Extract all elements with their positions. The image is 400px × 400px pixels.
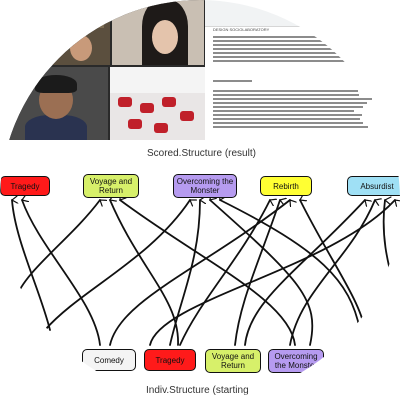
node-label: Tragedy bbox=[10, 182, 39, 191]
connector-arrow bbox=[245, 200, 365, 345]
node-overcoming-the-monster-bottom[interactable]: Overcoming the Monster bbox=[268, 349, 324, 373]
connector-arrow bbox=[180, 200, 270, 345]
node-label: Overcoming the Monster bbox=[176, 177, 234, 195]
node-label: Rebirth bbox=[273, 182, 299, 191]
node-absurdist-top[interactable]: Absurdist bbox=[347, 176, 400, 196]
connector-arrow bbox=[384, 200, 395, 290]
node-label: Overcoming the Monster bbox=[271, 352, 321, 370]
connector-arrow bbox=[120, 200, 295, 345]
node-rebirth-top[interactable]: Rebirth bbox=[260, 176, 312, 196]
connector-arrow bbox=[290, 200, 375, 345]
connector-arrow bbox=[45, 200, 190, 330]
node-label: Absurdist bbox=[360, 182, 393, 191]
node-label: Voyage and Return bbox=[86, 177, 136, 195]
caption-scored-structure: Scored.Structure (result) bbox=[147, 148, 256, 159]
node-comedy-bottom[interactable]: Comedy bbox=[82, 349, 136, 371]
caption-indiv-structure: Indiv.Structure (starting bbox=[146, 385, 249, 396]
node-tragedy-bottom[interactable]: Tragedy bbox=[144, 349, 196, 371]
node-tragedy-top[interactable]: Tragedy bbox=[0, 176, 50, 196]
node-voyage-and-return-bottom[interactable]: Voyage and Return bbox=[205, 349, 261, 373]
connector-arrow bbox=[22, 200, 100, 345]
node-label: Voyage and Return bbox=[208, 352, 258, 370]
node-label: Comedy bbox=[94, 356, 124, 365]
connector-arrow bbox=[110, 200, 290, 345]
node-overcoming-the-monster-top[interactable]: Overcoming the Monster bbox=[173, 174, 237, 198]
node-voyage-and-return-top[interactable]: Voyage and Return bbox=[83, 174, 139, 198]
node-label: Tragedy bbox=[155, 356, 184, 365]
